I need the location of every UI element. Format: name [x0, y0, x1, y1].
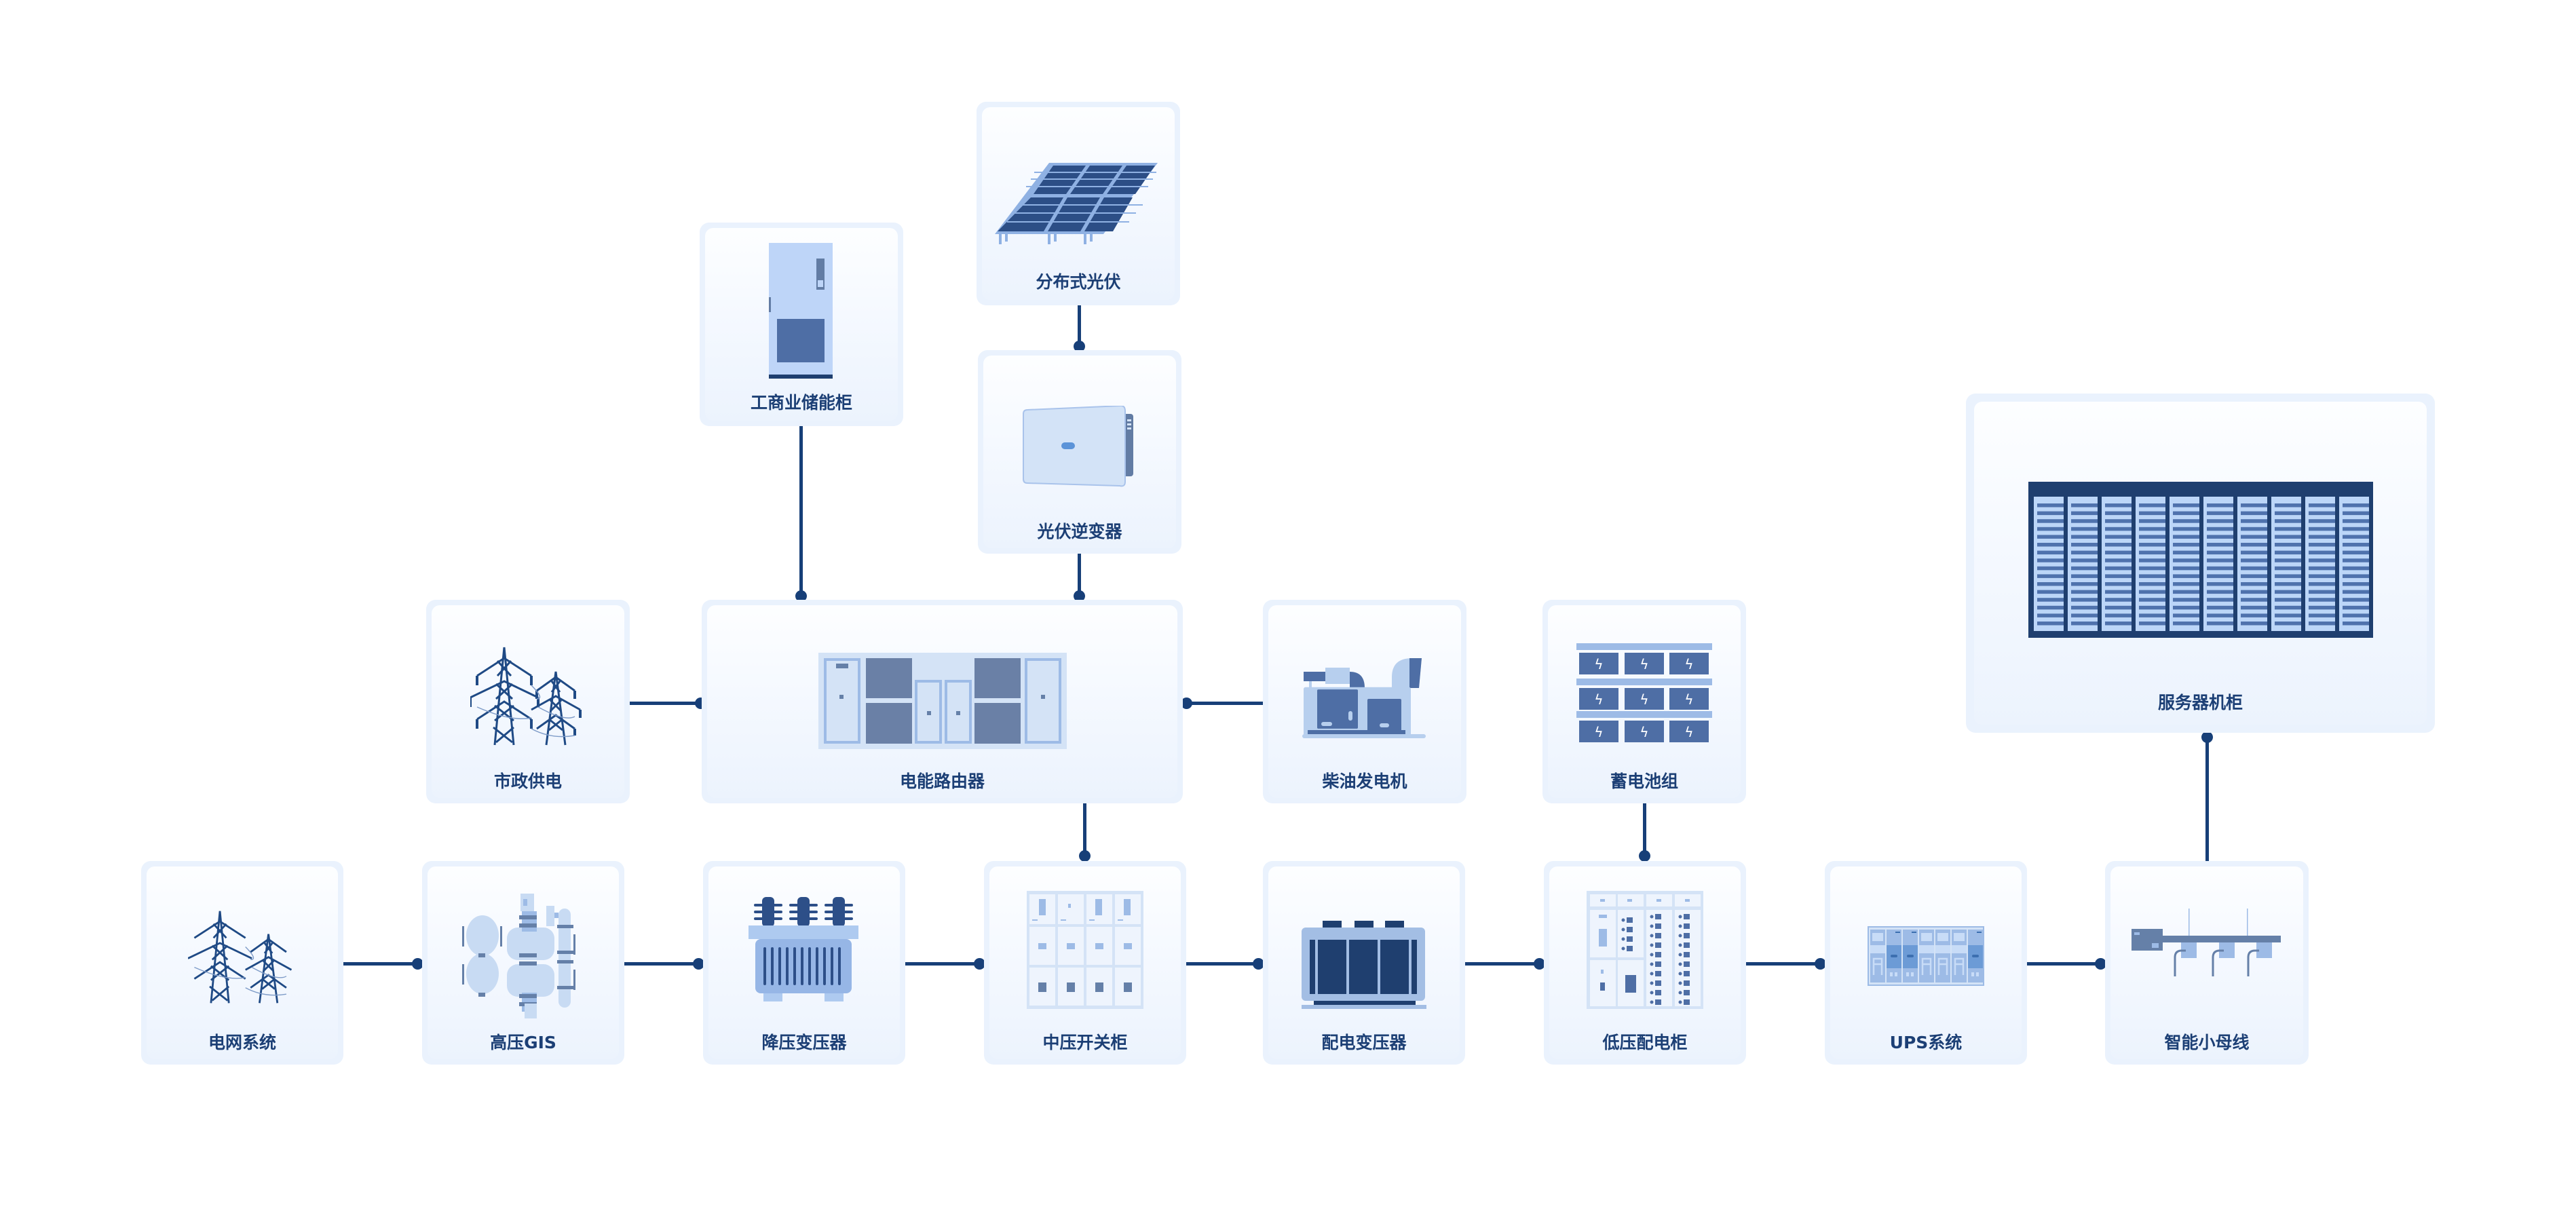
solar-panel-icon [993, 156, 1163, 244]
connector-ups-busway [2027, 962, 2105, 966]
node-distribution-transformer[interactable]: 配电变压器 [1263, 861, 1465, 1065]
connector-stepdown-mv [905, 962, 984, 966]
transmission-tower-icon [188, 895, 297, 1010]
gis-switchgear-icon [462, 894, 584, 1019]
energy-router-icon [818, 653, 1067, 749]
node-label: 降压变压器 [761, 1033, 847, 1052]
node-municipal-power[interactable]: 市政供电 [426, 600, 630, 803]
node-ups-system[interactable]: UPS系统 [1825, 861, 2027, 1065]
connector-dist-lv [1465, 962, 1544, 966]
svg-text:ϟ: ϟ [1640, 656, 1648, 672]
transmission-tower-icon [470, 634, 586, 749]
node-smart-busway[interactable]: 智能小母线 [2105, 861, 2309, 1065]
connector-dot [1079, 850, 1091, 862]
connector-dot [1253, 958, 1264, 970]
ups-icon [1868, 926, 1984, 986]
connector-dot [693, 958, 704, 970]
pv-inverter-icon [1022, 406, 1137, 487]
node-label: UPS系统 [1889, 1033, 1963, 1052]
connector-dot [1074, 341, 1085, 352]
node-label: 分布式光伏 [1036, 272, 1121, 292]
node-label: 服务器机柜 [2157, 693, 2243, 712]
connector-dot [412, 958, 423, 970]
smart-busway-icon [2132, 909, 2282, 979]
connector-busway-server [2205, 733, 2209, 861]
node-label: 柴油发电机 [1322, 771, 1407, 791]
node-server-rack[interactable]: 服务器机柜 [1966, 394, 2435, 733]
connector-dot [974, 958, 985, 970]
server-rack-icon [2028, 482, 2373, 638]
node-label: 中压开关柜 [1042, 1033, 1128, 1052]
distribution-transformer-icon [1302, 921, 1426, 1009]
connector-municipal-router [630, 702, 702, 705]
node-label: 低压配电柜 [1602, 1033, 1688, 1052]
diesel-generator-icon [1302, 657, 1427, 738]
svg-text:ϟ: ϟ [1684, 656, 1693, 672]
lv-distribution-cabinet-icon [1587, 891, 1703, 1009]
node-lv-distribution-cabinet[interactable]: 低压配电柜 [1544, 861, 1746, 1065]
connector-gis-stepdown [624, 962, 703, 966]
connector-pv-inverter [1078, 305, 1081, 350]
node-label: 光伏逆变器 [1037, 522, 1122, 541]
node-label: 配电变压器 [1321, 1033, 1407, 1052]
node-step-down-transformer[interactable]: 降压变压器 [703, 861, 905, 1065]
connector-dot [795, 590, 807, 602]
node-diesel-generator[interactable]: 柴油发电机 [1263, 600, 1466, 803]
connector-dot [1074, 590, 1085, 602]
mv-switchgear-icon [1027, 891, 1143, 1009]
svg-text:ϟ: ϟ [1594, 656, 1603, 672]
node-grid-system[interactable]: 电网系统 [141, 861, 343, 1065]
node-energy-router[interactable]: 电能路由器 [702, 600, 1183, 803]
node-label: 蓄电池组 [1610, 771, 1678, 791]
connector-router-diesel [1183, 702, 1263, 705]
node-battery-bank[interactable]: ϟ ϟ ϟ 蓄电池组 [1542, 600, 1746, 803]
connector-router-mv [1083, 803, 1086, 861]
node-pv-inverter[interactable]: 光伏逆变器 [978, 350, 1181, 554]
node-label: 电能路由器 [899, 771, 985, 791]
connector-dot [2095, 958, 2106, 970]
connector-dot [1815, 958, 1826, 970]
energy-storage-cabinet-icon [769, 243, 834, 379]
node-commercial-storage-cabinet[interactable]: 工商业储能柜 [700, 223, 903, 426]
node-label: 电网系统 [208, 1033, 276, 1052]
node-mv-switchgear[interactable]: 中压开关柜 [984, 861, 1186, 1065]
node-label: 高压GIS [490, 1033, 556, 1052]
step-down-transformer-icon [749, 897, 860, 1003]
node-hv-gis[interactable]: 高压GIS [422, 861, 624, 1065]
connector-dot [1639, 850, 1650, 862]
connector-dot [1181, 698, 1192, 709]
node-label: 智能小母线 [2164, 1033, 2250, 1052]
connector-grid-gis [343, 962, 422, 966]
node-distributed-pv[interactable]: 分布式光伏 [977, 102, 1180, 305]
node-label: 市政供电 [493, 771, 562, 791]
connector-dot [2201, 731, 2213, 743]
connector-lv-ups [1746, 962, 1825, 966]
connector-battery-lv [1643, 803, 1646, 861]
connector-storage-router [799, 425, 803, 600]
connector-mv-dist [1186, 962, 1263, 966]
node-label: 工商业储能柜 [750, 393, 852, 413]
connector-dot [1534, 958, 1545, 970]
connector-inverter-router [1078, 554, 1081, 600]
